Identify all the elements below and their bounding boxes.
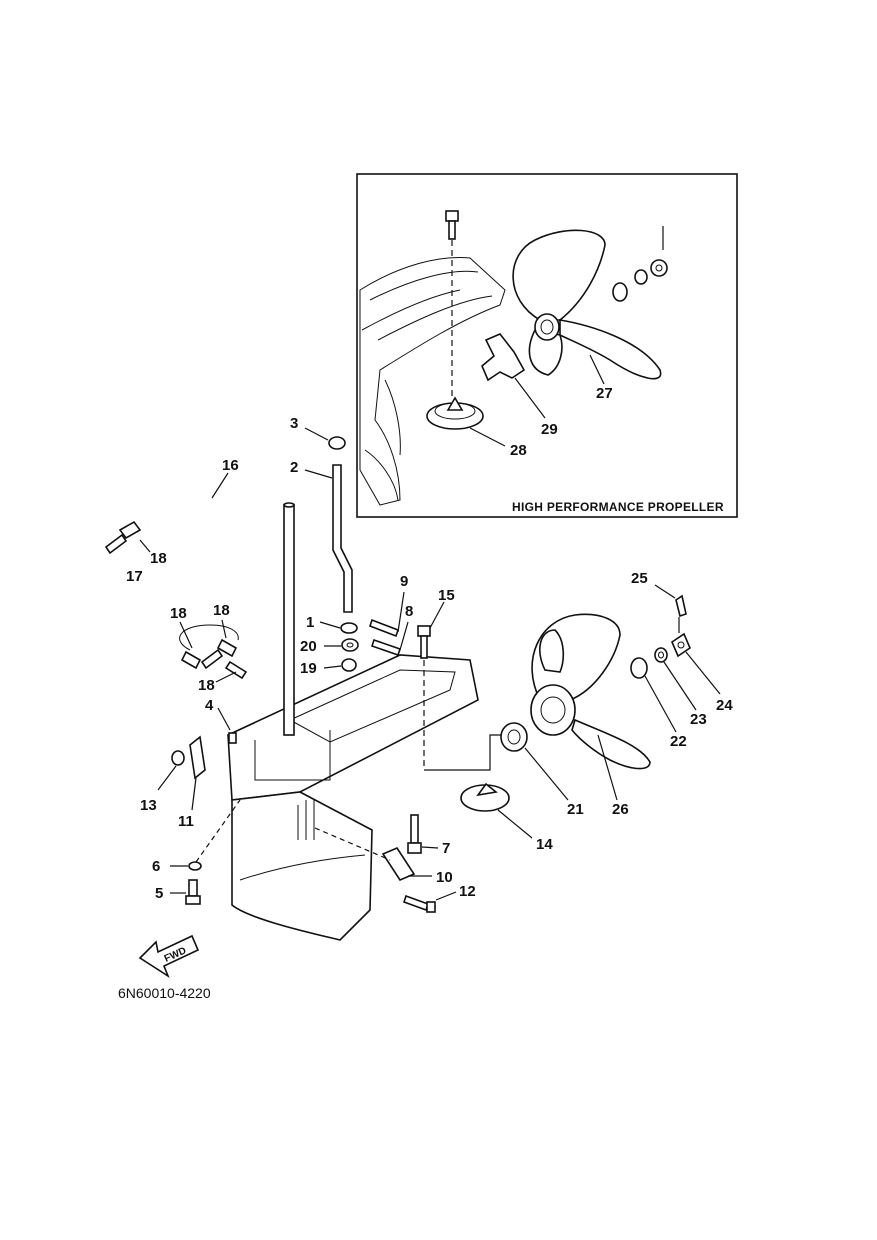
callout-28: 28	[510, 442, 527, 459]
callout-5: 5	[155, 885, 163, 902]
callout-26: 26	[612, 801, 629, 818]
shift-rod-part-2	[332, 464, 353, 613]
callout-23: 23	[690, 711, 707, 728]
callout-22: 22	[670, 733, 687, 750]
high-performance-propeller-inset: 28 29 27 HIGH PERFORMANCE PROPELLER	[356, 173, 738, 518]
callout-6: 6	[152, 858, 160, 875]
callout-16: 16	[222, 457, 239, 474]
callout-11: 11	[178, 813, 194, 830]
callout-19: 19	[300, 660, 317, 677]
clamp-part-18-left	[180, 650, 202, 670]
seal-part-1	[340, 622, 358, 634]
propeller-part-26	[530, 613, 651, 770]
anode-part-10	[381, 847, 416, 881]
inset-trim-tab-part-28	[426, 396, 484, 430]
nut-part-24	[671, 632, 691, 658]
inset-caption: HIGH PERFORMANCE PROPELLER	[512, 500, 724, 514]
callout-24: 24	[716, 697, 733, 714]
washer-part-6	[188, 861, 202, 871]
callout-15: 15	[438, 587, 455, 604]
callout-14: 14	[536, 836, 553, 853]
seal-part-19	[341, 658, 357, 672]
callout-3: 3	[290, 415, 298, 432]
callout-25: 25	[631, 570, 648, 587]
callout-4: 4	[205, 697, 214, 714]
seal-part-20	[341, 638, 359, 652]
clamp-part-18-right	[216, 638, 238, 658]
clamp-part-18-top	[118, 520, 142, 540]
callout-18-a: 18	[150, 550, 167, 567]
plate-part-9	[368, 618, 400, 638]
callout-21: 21	[567, 801, 584, 818]
washer-part-23	[654, 647, 668, 663]
fwd-arrow-icon: FWD	[138, 934, 200, 979]
cotter-pin-part-25	[675, 594, 687, 618]
callout-7: 7	[442, 840, 450, 857]
callout-9: 9	[400, 573, 408, 590]
callout-2: 2	[290, 459, 298, 476]
nut-part-13	[171, 750, 185, 766]
callout-10: 10	[436, 869, 453, 886]
cover-part-11	[189, 735, 206, 780]
inset-thrust-washer-part-29	[481, 333, 526, 382]
grommet-part-3	[328, 436, 346, 450]
bolt-part-15	[417, 625, 431, 659]
callout-17: 17	[126, 568, 143, 585]
callout-18-d: 18	[198, 677, 215, 694]
lower-case-housing	[227, 502, 479, 941]
drawing-code: 6N60010-4220	[118, 985, 211, 1001]
callout-18-b: 18	[170, 605, 187, 622]
callout-29: 29	[541, 421, 558, 438]
bolt-part-5	[185, 879, 201, 905]
spacer-part-21	[500, 722, 528, 752]
inset-propeller-part-27	[512, 229, 662, 380]
callout-18-c: 18	[213, 602, 230, 619]
inset-bolt	[445, 210, 459, 240]
dowel-pin-part-4	[228, 732, 237, 744]
plate-part-8	[370, 638, 402, 657]
trim-tab-part-14	[460, 782, 510, 812]
callout-12: 12	[459, 883, 476, 900]
spacer-part-22	[630, 657, 648, 679]
callout-1: 1	[306, 614, 314, 631]
callout-27: 27	[596, 385, 613, 402]
inset-washer-set	[612, 259, 668, 302]
water-hose-part-16	[147, 500, 242, 641]
callout-13: 13	[140, 797, 157, 814]
callout-20: 20	[300, 638, 317, 655]
callout-8: 8	[405, 603, 413, 620]
fitting-part-17	[104, 533, 128, 555]
bolt-part-12	[402, 894, 436, 913]
inset-lower-case	[359, 257, 506, 506]
bolt-part-7	[407, 814, 422, 854]
